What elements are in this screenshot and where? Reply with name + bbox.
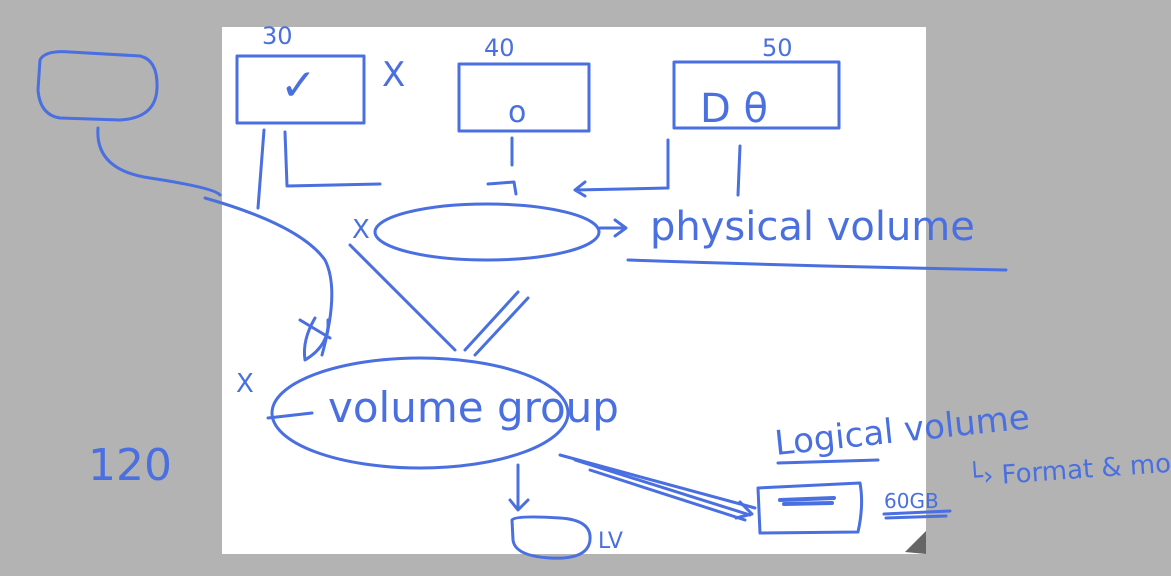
- disk-50-size: 50: [762, 34, 793, 62]
- pv-line-2: [283, 130, 382, 188]
- pv-underline: [626, 258, 1008, 272]
- disk-box-50: [672, 60, 841, 130]
- disk-40-size: 40: [484, 34, 515, 62]
- vg-cross-label: X: [236, 369, 254, 399]
- pv-to-vg-arrow-2: [463, 290, 520, 352]
- size-120-label: 120: [88, 440, 172, 491]
- page-corner-curl: [905, 531, 926, 554]
- pv-line-4: [573, 138, 670, 198]
- logical-volume-size: 60GB: [884, 489, 939, 513]
- pv-to-vg-arrow-1: [348, 243, 457, 352]
- pv-line-3: [486, 136, 518, 196]
- pv-cross-label: X: [352, 215, 370, 245]
- vg-to-logvol-arrow-1: [558, 453, 757, 510]
- disk-box-30: [235, 54, 366, 125]
- rounded-box-top-left: [36, 50, 159, 122]
- volume-group-label: volume group: [328, 383, 619, 432]
- vg-inner-arrow: [266, 411, 314, 420]
- whiteboard-page: [222, 27, 926, 554]
- connector-left-curve: [96, 126, 222, 197]
- cross-mark: [298, 316, 332, 362]
- disk-30-size: 30: [262, 22, 293, 50]
- lv-box: [510, 515, 592, 560]
- logical-volume-underline: [776, 458, 880, 465]
- volume-group-ellipse: [270, 356, 570, 470]
- pv-line-1: [256, 128, 266, 210]
- vg-to-logvol-arrow-3: [588, 468, 747, 522]
- physical-volume-ellipse: [373, 202, 601, 262]
- logical-volume-bar: [778, 496, 836, 506]
- vg-to-logvol-arrow-2: [573, 458, 754, 520]
- disk-40-mark: o: [508, 95, 526, 130]
- physical-volume-label: physical volume: [650, 204, 975, 250]
- disk-50-mark: D θ: [700, 86, 768, 132]
- pv-line-5: [736, 144, 742, 197]
- pv-to-vg-arrow-3: [473, 296, 530, 357]
- size-underline: [882, 509, 952, 520]
- lv-label: LV: [598, 529, 623, 554]
- disk-30-status: X: [382, 55, 405, 95]
- connector-to-vg: [203, 196, 334, 357]
- vg-to-lv-arrow: [508, 463, 530, 512]
- pv-pointer-arrow: [598, 218, 628, 238]
- disk-box-40: [457, 62, 591, 133]
- logical-volume-box: [756, 481, 864, 535]
- disk-30-mark: ✓: [280, 60, 317, 111]
- format-mount-label: └› Format & mount: [966, 444, 1171, 493]
